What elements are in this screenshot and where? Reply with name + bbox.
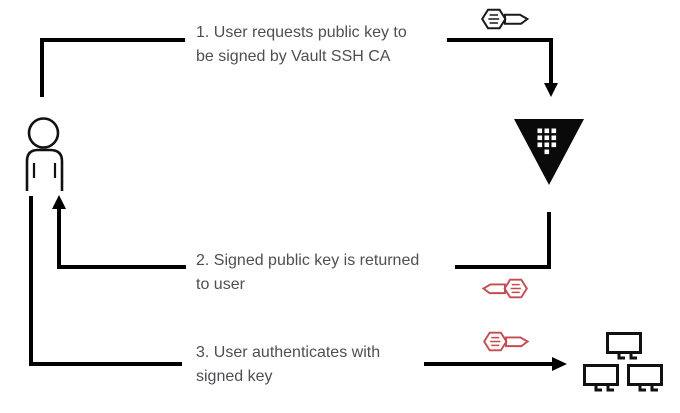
vault-logo-icon [514,119,584,185]
key-icon [483,331,530,352]
vault-logo-shape [514,119,584,185]
key-icon [481,278,528,299]
step3-label-line1: 3. User authenticates with [196,344,381,361]
monitor-icon [583,364,619,392]
person-icon [25,117,64,191]
monitors-icon [583,332,663,392]
key-shape [483,331,530,352]
step1-label-line2: be signed by Vault SSH CA [196,48,391,65]
key-icon [481,8,530,30]
arrow-step3 [29,196,567,371]
step2-label-line2: to user [196,276,245,293]
step2-label-line1: 2. Signed public key is returned [196,252,420,269]
arrow-step2 [52,195,551,269]
step1-label-line1: 1. User requests public key to [196,24,407,41]
arrow-step1 [40,38,558,97]
key-shape [481,8,530,30]
monitor-icon [627,364,663,392]
step2-label: 2. Signed public key is returned to user [196,249,419,297]
person-shape [25,117,64,191]
key-shape [481,278,528,299]
step3-label: 3. User authenticates with signed key [196,341,380,389]
monitor-icon [606,332,642,360]
step3-label-line2: signed key [196,368,273,385]
step1-label: 1. User requests public key to be signed… [196,21,407,69]
